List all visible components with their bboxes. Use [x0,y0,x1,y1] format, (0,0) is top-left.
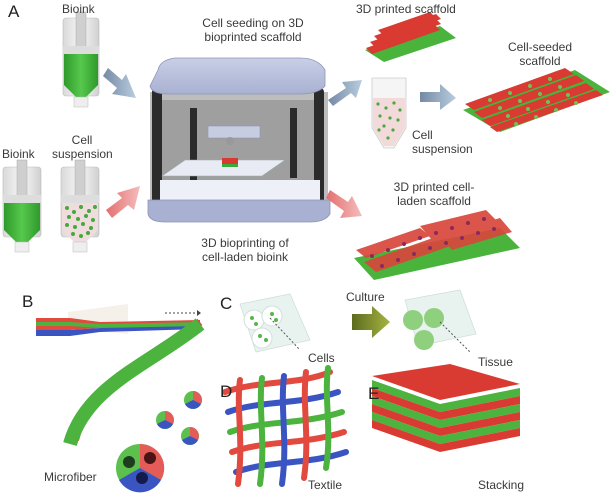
label-cell-seeding: Cell seeding on 3D bioprinted scaffold [188,16,318,44]
label-cell-suspension-right-line1: Cell [412,128,433,142]
label-cell-seeded-line2: scaffold [519,54,561,68]
arrow-to-scaffold [328,80,362,106]
microfiber-small-sections [156,391,202,445]
label-bioprinting-line1: 3D bioprinting of [201,236,289,250]
label-cell-suspension-left: Cell suspension [52,133,113,161]
fiber-with-cells [239,293,311,353]
tissue-pointer [439,321,471,353]
label-culture: Culture [346,290,385,304]
label-microfiber: Microfiber [44,470,97,484]
label-cell-seeding-line1: Cell seeding on 3D [202,16,304,30]
label-cells: Cells [308,351,335,365]
label-bioink-top: Bioink [62,2,95,16]
stacked-fibers [372,364,520,452]
label-cell-suspension-left-line2: suspension [52,147,113,161]
cell-seeded-scaffold [463,68,610,132]
arrow-cells-to-printer [106,186,140,218]
label-tissue: Tissue [478,355,513,369]
microfluidic-device [36,304,201,336]
syringe-cell-suspension [60,159,100,253]
arrow-bioink-to-printer [103,68,136,98]
syringe-bioink-top [62,11,100,108]
label-cell-laden-line1: 3D printed cell- [393,180,475,194]
panel-label-d: D [220,382,233,401]
label-bioprinting: 3D bioprinting of cell-laden bioink [180,236,310,264]
fiber-with-tissue [403,289,477,350]
panel-label-b: B [22,292,34,311]
culture-arrow [352,306,390,338]
label-cell-laden: 3D printed cell- laden scaffold [384,180,484,208]
printed-scaffold [365,12,456,62]
label-cell-suspension-left-line1: Cell [71,133,93,147]
microfiber-large-green [63,318,205,447]
panel-label-c: C [220,294,233,313]
arrow-to-cell-laden [326,190,362,218]
label-stacking: Stacking [478,478,525,492]
label-printed-scaffold: 3D printed scaffold [356,2,456,16]
label-cell-laden-line2: laden scaffold [397,194,471,208]
arrow-to-cell-seeded [420,84,456,110]
label-cell-suspension-right: Cell suspension [412,128,473,156]
label-textile: Textile [308,478,343,492]
panel-label-a: A [8,2,20,21]
label-bioink-bottom: Bioink [2,147,35,161]
label-cell-seeded-line1: Cell-seeded [507,40,573,54]
panel-label-e: E [368,384,380,403]
bioprinter [147,57,331,223]
microfiber-cross-section [116,443,165,493]
cells-pointer [269,317,301,351]
tube-cell-suspension [371,77,407,149]
label-cell-seeding-line2: bioprinted scaffold [204,30,302,44]
cell-laden-scaffold [354,210,520,280]
label-bioprinting-line2: cell-laden bioink [201,250,289,264]
textile-weave [222,365,349,487]
syringe-bioink-bottom [2,159,42,253]
label-cell-suspension-right-line2: suspension [412,142,473,156]
label-cell-seeded: Cell-seeded scaffold [500,40,580,68]
